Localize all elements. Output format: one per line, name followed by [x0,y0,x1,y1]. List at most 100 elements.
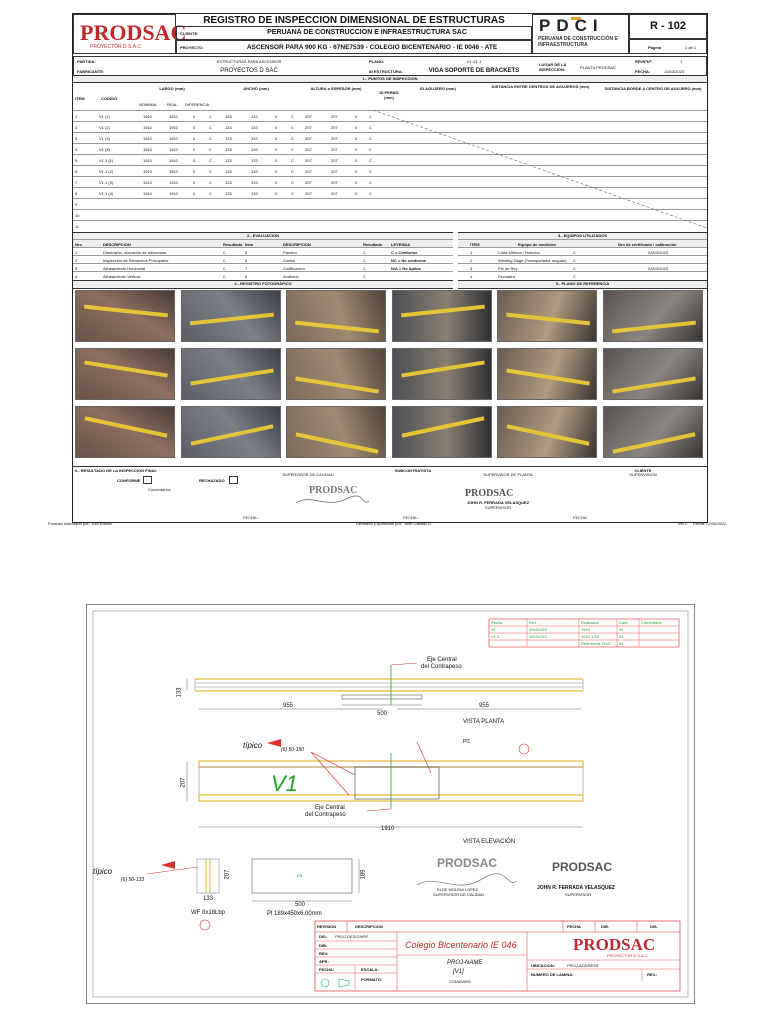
measuring-tape [400,360,485,378]
measuring-tape [400,304,485,318]
table-cell: C [363,258,366,263]
inspection-photo[interactable] [602,406,703,458]
table-cell: 133 [225,169,232,174]
table-cell: 1910 [169,147,178,152]
table-cell: 0 [193,191,196,196]
inspection-photo[interactable] [497,348,597,400]
table-cell: 207 [331,114,338,119]
quality-signature: PRODSAC [291,481,371,513]
table-cell: NC = No conforme [391,258,427,263]
table-cell: C [369,191,372,196]
tipico-label-1: típico [243,741,263,750]
table-cell: 0 [193,147,196,152]
inspection-photo[interactable] [75,348,175,400]
table-cell: 1910 [169,125,178,130]
version-label: Ver.2 [678,521,688,526]
supervisor-sig-name: JOHN R. FERRADA VELASQUEZ [537,885,615,891]
measuring-tape [401,416,484,438]
conforme-checkbox[interactable] [143,476,152,484]
cliente-row: CLIENTE: PERUANA DE CONSTRUCCION E INFRA… [176,26,532,40]
column-header: Equipo de medición [518,242,557,247]
weld-symbol-2: (6) 50-133 [121,877,145,883]
subcol-real: REAL [167,102,178,107]
revision-cell: Fecha [491,620,503,625]
table-cell: 1910 [169,169,178,174]
table-cell: C [291,147,294,152]
tb-formato-label: FORMATO: [361,977,383,982]
rechazado-checkbox[interactable] [229,476,238,484]
dim-133-section: 133 [203,896,214,902]
table-cell: C [223,250,226,255]
tb-prodsac-sub: PROYECTOR D S.A.C. [607,953,649,958]
table-cell: 133 [225,158,232,163]
revision-cell: 04 [619,641,624,646]
inspection-photo[interactable] [497,406,597,458]
title-block-frame [314,920,681,992]
formato-name: Eldi Rueda [92,521,112,526]
table-cell: 0 [193,136,196,141]
table-cell: C [291,169,294,174]
table-cell: C [369,125,372,130]
table-cell: 1910 [143,147,152,152]
table-cell: C [291,158,294,163]
tb-address: PROJ-ADDRESS [567,963,599,968]
weld-symbol-1: (6) 50-150 [281,747,305,753]
inspection-photo[interactable] [286,406,386,458]
inspection-photo[interactable] [75,290,175,342]
inspection-photo[interactable] [391,406,492,458]
measuring-tape [295,432,379,454]
table-cell: 207 [305,136,312,141]
table-cell: C [291,180,294,185]
inspection-photo[interactable] [391,290,492,342]
inspection-photo[interactable] [75,406,175,458]
measuring-tape [189,368,274,386]
table-cell: C [209,147,212,152]
table-cell: 5 [245,250,248,255]
comentarios-label: Comentarios [148,487,171,492]
table-cell: 8 [245,274,248,279]
formato-label: Formato elaborado por: [48,521,90,526]
revisado-name: Jose Castillo G. [404,521,433,526]
subcontratista-label: SUBCONTRATISTA [394,468,432,473]
del-contrapeso-elev: del Contrapeso [305,812,346,818]
tb-designer: PROJ-DESIGNER [335,934,368,939]
inspection-photo[interactable] [286,348,386,400]
inspection-photo[interactable] [180,290,281,342]
inspection-photo[interactable] [391,348,492,400]
proyecto-row: PROYECTO: ASCENSOR PARA 900 KG - 67NE753… [176,40,532,54]
inspection-photo[interactable] [286,290,386,342]
table-cell: 0 [355,136,358,141]
fecha-footer-2: FECHA: [403,515,418,520]
column-header: Nro [75,242,82,247]
table-cell: 133 [251,180,258,185]
table-cell: C [223,274,226,279]
table-cell: C [209,191,212,196]
table-cell: 1910 [143,180,152,185]
table-cell: 133 [251,136,258,141]
version-date: Fecha: 07/05/2022 [693,521,727,526]
inspection-form: PRODSAC PROYECTOR D S.A.C REGISTRO DE IN… [72,13,708,523]
inspection-photo[interactable] [497,290,597,342]
beam-mark-v1: V1 [271,771,298,796]
revision-cell: V1 [491,627,497,632]
table-cell: V1.1 (4) [99,191,114,196]
table-cell: 133 [225,125,232,130]
table-cell: 0 [193,169,196,174]
table-cell: 207 [331,136,338,141]
pl1-callout: Pl1 [463,739,471,745]
inspection-photo[interactable] [180,348,281,400]
inspection-photo[interactable] [602,290,703,342]
table-cell: 0 [275,169,278,174]
tb-descripcion: DESCRIPCION [355,924,383,929]
inspection-photo[interactable] [602,348,703,400]
inspection-photo[interactable] [180,406,281,458]
table-cell: 207 [305,169,312,174]
table-cell: 2 [75,258,78,263]
table-cell: C [291,125,294,130]
